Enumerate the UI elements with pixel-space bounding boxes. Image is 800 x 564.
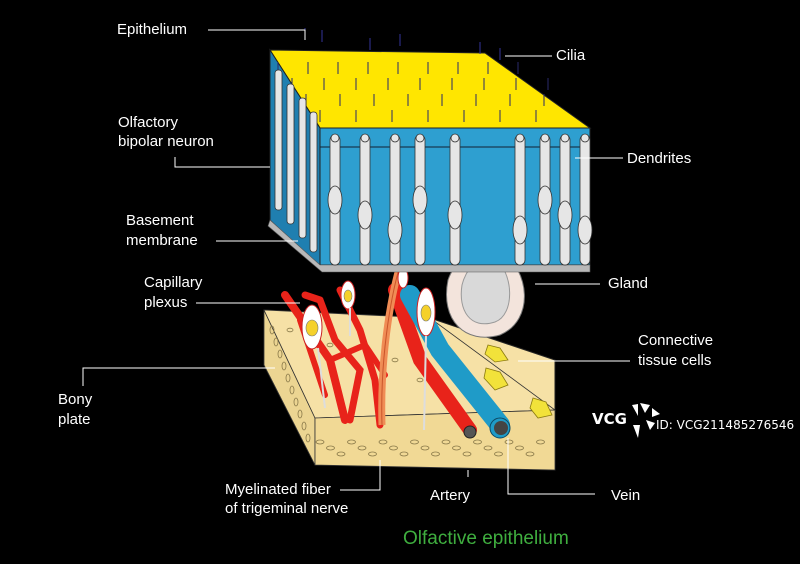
label-basement-line1: Basement [126,212,194,229]
cell-nucleus [387,215,403,245]
epithelial-cell [286,83,295,225]
label-bony-line2: plate [58,411,91,428]
bone-pore [391,357,399,363]
bone-trabecula [347,439,356,445]
bone-pore [326,342,334,348]
dendrite-knob [360,133,370,143]
bone-trabecula [277,349,283,359]
epithelial-cell [359,134,371,266]
bone-trabecula [289,385,295,395]
bone-trabecula [293,397,299,407]
connective-tissue-cells [483,344,553,419]
cell-nucleus [447,200,463,230]
label-capillary-line2: plexus [144,294,188,311]
bone-trabecula [483,445,493,451]
label-gland: Gland [608,275,649,292]
dendrite-knob [515,133,525,143]
label-basement-line2: membrane [126,232,198,249]
bone-trabecula [305,433,311,443]
dendrite-knob [450,133,460,143]
bone-pore [286,327,294,333]
bone-trabecula [357,445,367,451]
label-olfactory-neuron-line1: Olfactory [118,114,179,131]
bone-trabecula [368,451,377,457]
epithelial-cell [389,134,401,266]
artery [388,283,477,437]
label-cilia: Cilia [556,47,586,64]
bone-trabecula [378,439,388,445]
bone-trabecula [473,439,482,445]
epithelial-cell [559,134,571,266]
bone-trabecula [420,445,430,451]
bone-trabecula [515,445,524,451]
label-myelinated-line2: of trigeminal nerve [225,500,349,517]
bone-trabecula [315,439,325,445]
bone-trabecula [336,451,346,457]
bone-trabecula [441,439,451,445]
epithelial-cell [449,134,461,266]
bone-trabecula [452,445,461,451]
label-epithelium: Epithelium [117,21,188,38]
label-dendrites: Dendrites [627,150,692,167]
bone-trabecula [273,337,279,347]
label-connective-line2: tissue cells [638,352,712,369]
epithelial-cell [309,111,318,253]
bone-trabecula [410,439,419,445]
bone-trabecula [269,325,275,335]
bone-trabecula [536,439,545,445]
leader-lines [82,29,630,495]
cell-nucleus [577,215,593,245]
label-capillary-line1: Capillary [144,274,203,291]
bone-trabecula [525,451,535,457]
label-vein: Vein [611,487,641,504]
cell-nucleus [412,185,428,215]
epithelial-cell [514,134,526,266]
epithelial-cell [298,97,307,239]
watermark-brand: VCG [592,410,627,428]
label-olfactory-neuron-line2: bipolar neuron [118,133,214,150]
cell-nucleus [512,215,528,245]
cell-nucleus [327,185,343,215]
bone-pore [416,377,424,383]
epithelial-cell [274,69,283,211]
dendrite-knob [540,133,550,143]
bone-trabecula [504,439,514,445]
dendrite-knob [330,133,340,143]
label-myelinated-line1: Myelinated fiber [225,481,331,498]
dendrite-knob [390,133,400,143]
cell-nucleus [537,185,553,215]
bone-trabecula [326,445,335,451]
watermark-id: ID: VCG211485276546 [656,418,795,432]
bone-trabecula [431,451,440,457]
epithelium-block [267,28,593,273]
label-artery: Artery [430,487,471,504]
bone-trabecula [462,451,472,457]
bone-trabecula [281,361,287,371]
bone-trabecula [389,445,398,451]
epithelial-cell [579,134,591,266]
bone-trabecula [285,373,291,383]
dendrite-knob [415,133,425,143]
bone-trabecula [494,451,503,457]
vcg-logo-icon [632,403,660,438]
dendrite-knob [560,133,570,143]
bone-trabecula [301,421,307,431]
label-bony-line1: Bony [58,391,93,408]
cell-nucleus [557,200,573,230]
dendrite-knob [580,133,590,143]
bone-trabecula [297,409,303,419]
label-connective-line1: Connective [638,332,714,349]
diagram-title: Olfactive epithelium [403,528,569,549]
bone-trabecula [399,451,409,457]
capillary-plexus [281,286,388,429]
cell-nucleus [357,200,373,230]
